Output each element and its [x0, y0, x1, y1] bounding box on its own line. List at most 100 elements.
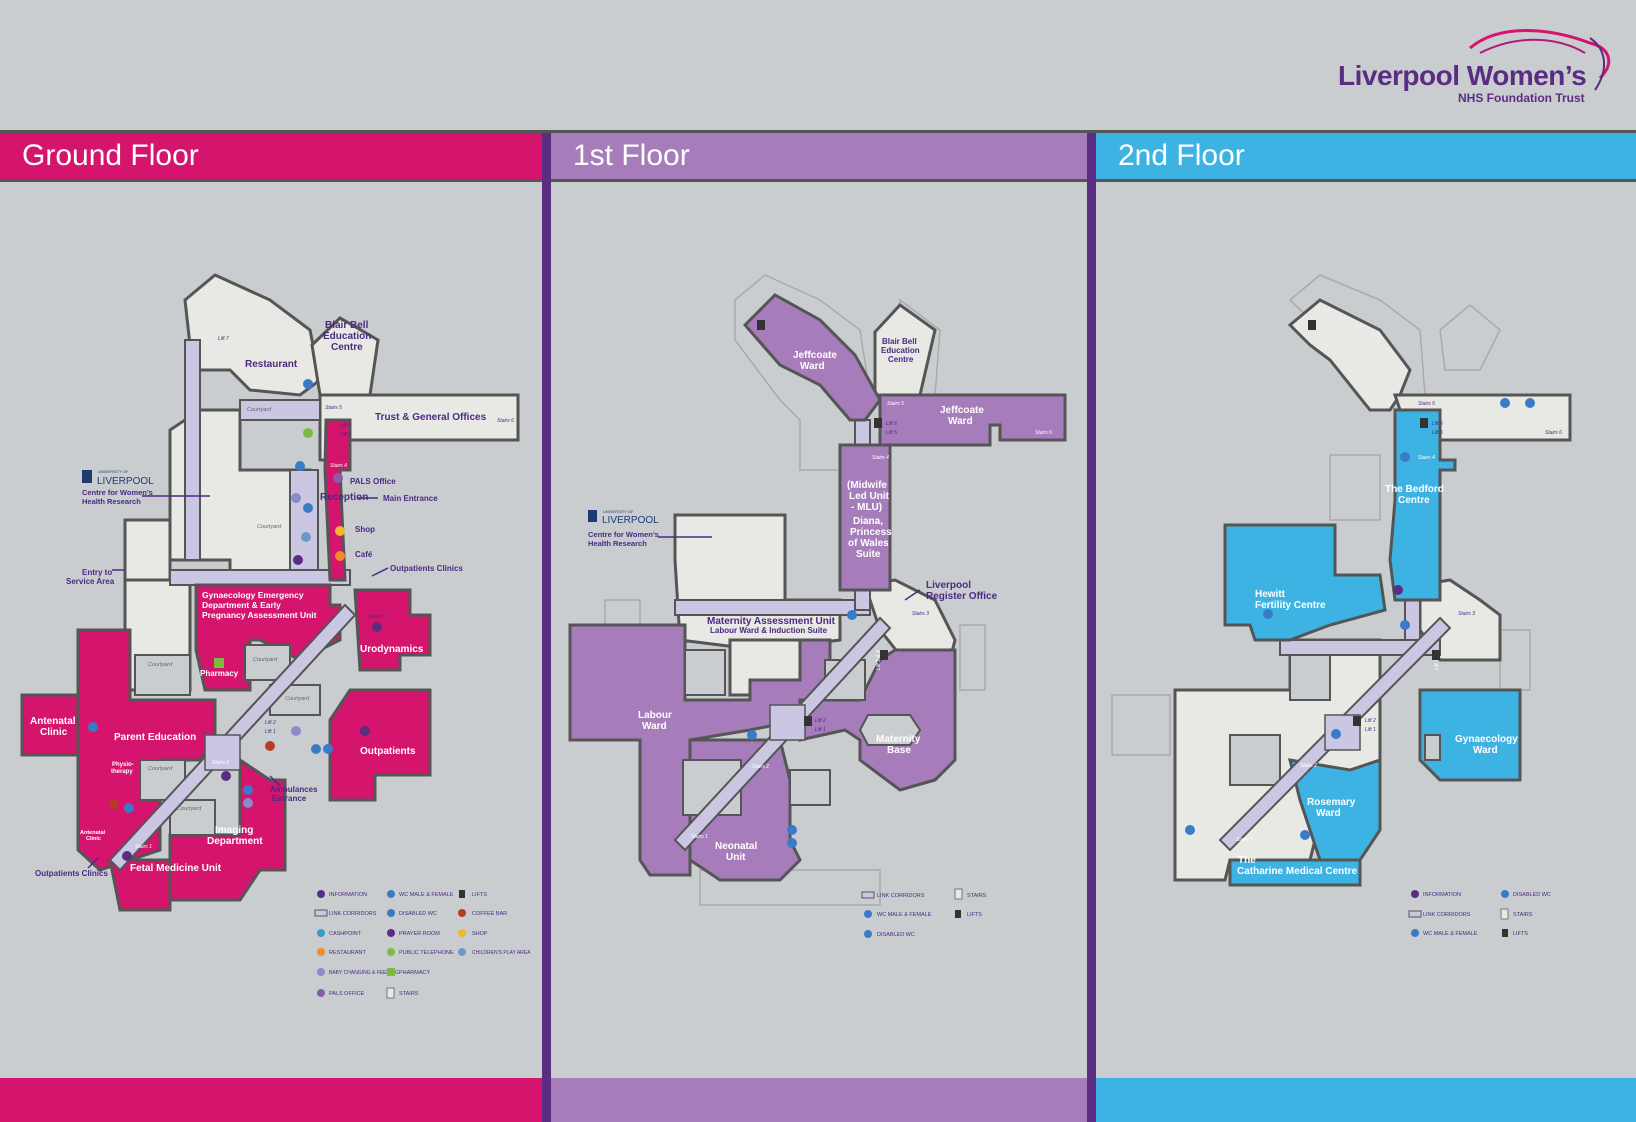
wc-icon	[387, 890, 395, 898]
label-jeffcoate-1: Jeffcoate	[793, 350, 837, 361]
label-matbase-1: Maternity	[876, 734, 921, 745]
label-lift-34-2f: Lift 3 & 4	[1434, 650, 1440, 670]
label-bedford-1: The Bedford	[1385, 484, 1444, 495]
dept-urodynamics	[353, 588, 432, 672]
legend-label: PHARMACY	[399, 970, 431, 976]
label-stairs-1-2f: Stairs 1	[1236, 837, 1253, 843]
pharmacy-icon	[214, 658, 224, 668]
label-ambulance-2: Entrance	[272, 794, 307, 803]
room-research	[673, 513, 842, 652]
information-icon	[372, 622, 382, 632]
first-floor-map: Jeffcoate Ward Blair Bell Education Cent…	[568, 274, 1067, 938]
first-floor-panel: 1st Floor	[551, 133, 1087, 1122]
label-jeffcoate-2: Ward	[800, 361, 825, 372]
label-urodynamics: Urodynamics	[360, 644, 424, 655]
corridor-1f-cross	[674, 599, 871, 616]
uni-line-1: Centre for Women’s	[82, 488, 153, 497]
label-stairs-1-1f: Stairs 1	[691, 834, 708, 840]
wc-icon	[847, 610, 857, 620]
legend-label: SHOP	[472, 931, 488, 937]
label-lift-1-2f: Lift 1	[1365, 727, 1376, 733]
lift-icon	[459, 890, 465, 898]
restaurant-icon	[317, 948, 325, 956]
pals-icon	[333, 473, 343, 483]
information-icon	[360, 726, 370, 736]
information-icon	[221, 771, 231, 781]
restaurant-icon	[335, 551, 345, 561]
first-floor-title: 1st Floor	[551, 133, 1087, 179]
label-stairs-1: Stairs 1	[135, 844, 152, 850]
wc-icon	[295, 461, 305, 471]
room-north-wing-2f	[1287, 298, 1412, 412]
label-lift-5-2f: Lift 5	[1432, 430, 1443, 436]
corridor-icon	[1408, 910, 1422, 918]
label-jeffcoate-east-2: Ward	[948, 416, 973, 427]
label-stairs-3-2f: Stairs 3	[1458, 611, 1475, 617]
uni-line-2: Health Research	[82, 497, 141, 506]
corridor-north	[184, 339, 201, 561]
label-courtyard: Courtyard	[285, 696, 310, 702]
label-antenatal-2: Clinic	[40, 727, 68, 738]
hub-ground	[204, 734, 241, 771]
label-lift-1-1f: Lift 1	[815, 727, 826, 733]
label-courtyard: Courtyard	[247, 407, 272, 413]
lift-icon	[1502, 929, 1508, 937]
wc-icon	[1263, 609, 1273, 619]
legend-label: CASHPOINT	[329, 931, 362, 937]
label-pharmacy: Pharmacy	[200, 669, 239, 678]
label-entry-2: Service Area	[66, 577, 115, 586]
legend-label: BABY CHANGING & FEEDING	[329, 970, 399, 976]
courtyard-1	[134, 654, 191, 696]
label-stairs-6-1f: Stairs 6	[1035, 430, 1052, 436]
label-labour-2: Ward	[642, 721, 667, 732]
label-mau-1: Maternity Assessment Unit	[707, 616, 836, 627]
label-hewitt-1: Hewitt	[1255, 589, 1286, 600]
legend-label: CHILDREN’S PLAY AREA	[472, 950, 531, 956]
uni-name: LIVERPOOL	[97, 476, 154, 487]
second-floor-map: The Bedford Centre Hewitt Fertility Cent…	[1111, 274, 1572, 937]
play-area-icon	[301, 532, 311, 542]
disabled-wc-icon	[747, 730, 757, 740]
university-crest-icon	[82, 470, 92, 483]
cashpoint-icon	[317, 929, 325, 937]
shop-icon	[335, 526, 345, 536]
arrow-outpatients	[371, 567, 389, 577]
prayer-icon	[387, 929, 395, 937]
divider-2	[1087, 133, 1096, 1122]
ground-legend: INFORMATION WC MALE & FEMALE LIFTS LINK …	[314, 890, 531, 999]
legend-label: PALS OFFICE	[329, 991, 365, 997]
legend-label: STAIRS	[399, 991, 419, 997]
stairs-icon	[386, 987, 395, 999]
legend-label: WC MALE & FEMALE	[877, 912, 932, 918]
ground-floor-map: Blair Bell Education Centre Restaurant T…	[20, 273, 531, 999]
label-stairs-5-1f: Stairs 5	[887, 401, 904, 407]
label-stairs-2: Stairs 2	[212, 760, 229, 766]
label-shop: Shop	[355, 525, 375, 534]
wc-icon	[303, 379, 313, 389]
label-catharine-2: Catharine Medical Centre	[1237, 866, 1357, 877]
label-diana-4: Suite	[856, 549, 881, 560]
courtyard-2f	[1289, 654, 1331, 701]
legend-label: STAIRS	[967, 893, 987, 899]
label-mau-2: Labour Ward & Induction Suite	[710, 626, 828, 635]
label-lift-6-2f: Lift 6	[1432, 421, 1443, 427]
wc-icon	[243, 785, 253, 795]
logo-swoosh-icon	[1469, 29, 1611, 91]
label-catharine-1: The	[1238, 855, 1256, 866]
dept-fetal	[108, 858, 172, 912]
legend-label: DISABLED WC	[399, 911, 437, 917]
courtyard-1f	[684, 649, 726, 696]
wc-icon	[88, 722, 98, 732]
ghost-outline	[699, 869, 881, 906]
room-blair-bell-1f	[873, 303, 937, 397]
ground-floor-panel: Ground Floor	[0, 133, 542, 1122]
label-rosemary-2: Ward	[1316, 808, 1341, 819]
telephone-icon	[243, 798, 253, 808]
label-neonatal-1: Neonatal	[715, 841, 757, 852]
label-pals: PALS Office	[350, 477, 396, 486]
label-stairs-3-1f: Stairs 3	[912, 611, 929, 617]
ghost-outline	[1111, 694, 1171, 756]
prayer-icon	[293, 555, 303, 565]
legend-label: STAIRS	[1513, 912, 1533, 918]
label-parent-education: Parent Education	[114, 732, 196, 743]
